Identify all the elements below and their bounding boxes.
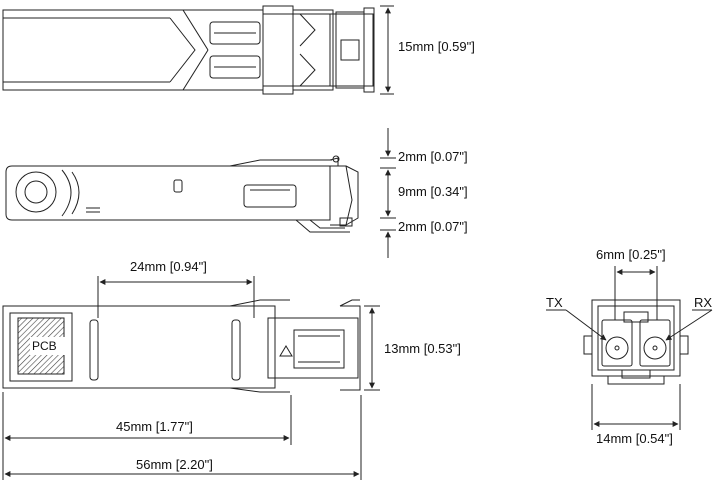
top-view bbox=[2, 5, 394, 95]
dim-mid-height: 9mm [0.34"] bbox=[398, 184, 468, 199]
side-view bbox=[5, 128, 396, 258]
dim-length-45: 45mm [1.77"] bbox=[116, 419, 193, 434]
dim-height-13: 13mm [0.53"] bbox=[384, 341, 461, 356]
bottom-view bbox=[2, 276, 380, 480]
tx-label: TX bbox=[546, 295, 563, 310]
front-view bbox=[546, 266, 713, 430]
dim-pitch-6: 6mm [0.25"] bbox=[596, 247, 666, 262]
dim-length-56: 56mm [2.20"] bbox=[136, 457, 213, 472]
dim-width-24: 24mm [0.94"] bbox=[130, 259, 207, 274]
dim-top-height: 15mm [0.59"] bbox=[398, 39, 475, 54]
dim-top-gap: 2mm [0.07"] bbox=[398, 149, 468, 164]
pcb-label: PCB bbox=[32, 339, 57, 353]
rx-label: RX bbox=[694, 295, 713, 310]
dim-bottom-gap: 2mm [0.07"] bbox=[398, 219, 468, 234]
dim-width-14: 14mm [0.54"] bbox=[596, 431, 673, 446]
